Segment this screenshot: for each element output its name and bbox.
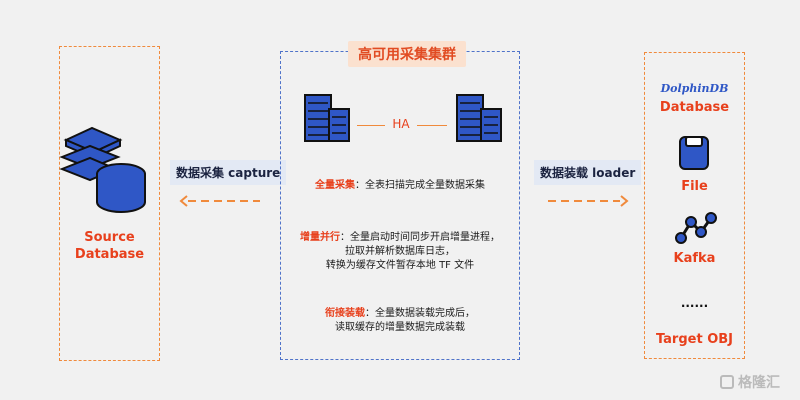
file-icon bbox=[679, 136, 709, 170]
full-collect-desc: ：全表扫描完成全量数据采集 bbox=[355, 180, 485, 191]
loader-label: 数据装载 loader bbox=[534, 160, 642, 185]
connect-key: 衔接装载 bbox=[325, 308, 365, 319]
ha-line-left bbox=[357, 125, 385, 126]
incr-line3: 转换为缓存文件暂存本地 TF 文件 bbox=[325, 260, 475, 271]
source-box bbox=[59, 46, 160, 361]
incr-text: 增量并行：全量启动时间同步开启增量进程， 拉取并解析数据库日志， 转换为缓存文件… bbox=[282, 231, 518, 273]
left-arrow bbox=[179, 195, 260, 207]
target-item-database: Database bbox=[659, 100, 730, 115]
connect-text: 衔接装载：全量数据装载完成后， 读取缓存的增量数据完成装载 bbox=[282, 307, 518, 335]
target-item-ellipsis: ...... bbox=[680, 296, 709, 310]
dolphindb-logo-text: DolphinDB bbox=[660, 82, 729, 95]
target-item-file: File bbox=[681, 179, 708, 194]
watermark: 格隆汇 bbox=[720, 372, 780, 392]
target-box bbox=[644, 52, 745, 359]
source-title: Source Database bbox=[59, 229, 160, 263]
target-item-kafka: Kafka bbox=[673, 251, 716, 266]
source-title-line2: Database bbox=[74, 247, 145, 262]
building-icon-left bbox=[304, 94, 350, 142]
capture-label: 数据采集 capture bbox=[170, 160, 287, 185]
full-collect-text: 全量采集：全表扫描完成全量数据采集 bbox=[282, 179, 518, 193]
incr-line1: ：全量启动时间同步开启增量进程， bbox=[340, 232, 500, 243]
dolphindb-logo: DolphinDB bbox=[644, 77, 745, 96]
connect-line2: 读取缓存的增量数据完成装载 bbox=[335, 322, 465, 333]
incr-line2: 拉取并解析数据库日志， bbox=[345, 246, 455, 257]
connect-line1: ：全量数据装载完成后， bbox=[365, 308, 475, 319]
watermark-logo-icon bbox=[720, 375, 734, 389]
building-icon-right bbox=[456, 94, 502, 142]
ha-label: HA bbox=[392, 117, 410, 131]
full-collect-key: 全量采集 bbox=[315, 180, 355, 191]
watermark-text: 格隆汇 bbox=[738, 375, 780, 391]
right-arrow bbox=[548, 195, 629, 207]
kafka-icon bbox=[675, 212, 717, 244]
target-item-obj: Target OBJ bbox=[655, 332, 734, 347]
source-title-line1: Source bbox=[84, 230, 135, 245]
cluster-title: 高可用采集集群 bbox=[348, 41, 466, 67]
incr-key: 增量并行 bbox=[300, 232, 340, 243]
ha-line-right bbox=[417, 125, 447, 126]
database-stack-icon bbox=[59, 126, 146, 213]
